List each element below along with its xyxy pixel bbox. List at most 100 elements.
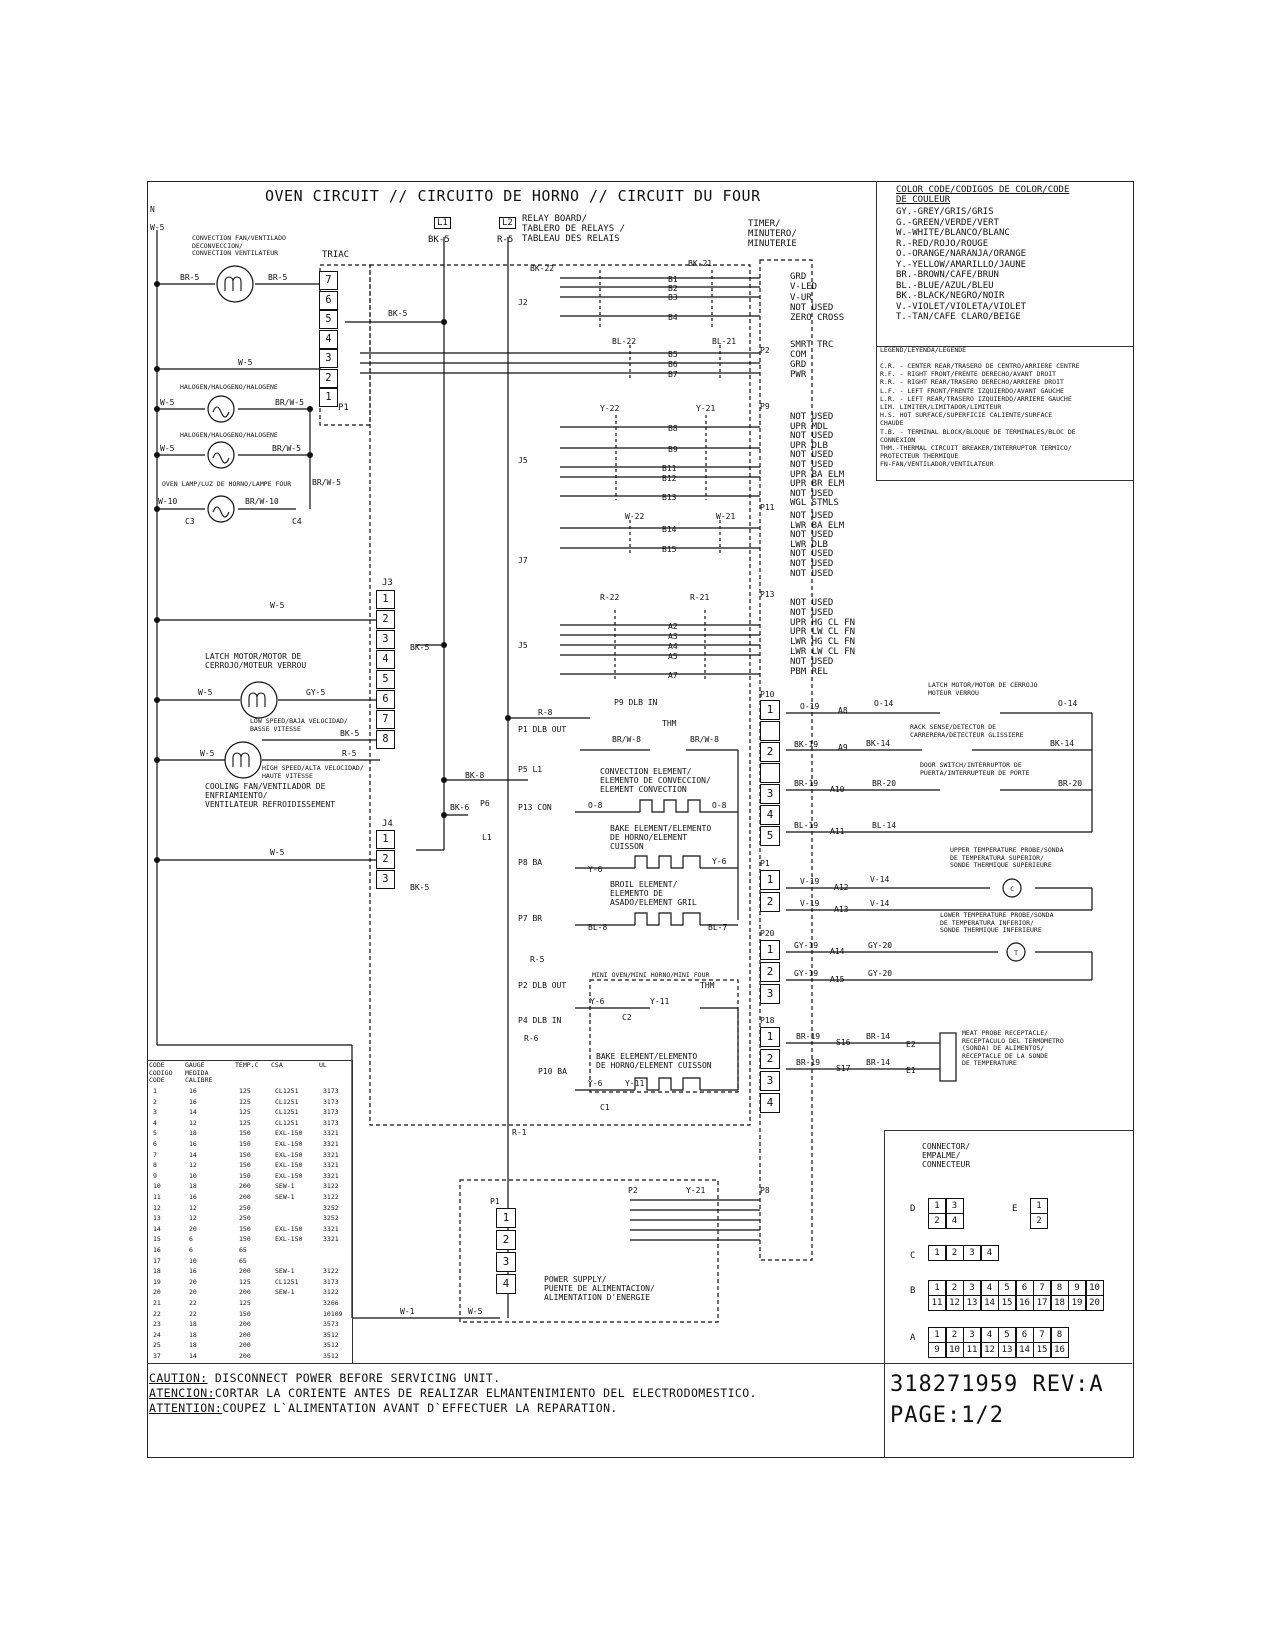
wire-table-cell: 125 bbox=[239, 1097, 251, 1106]
j3-pin: 5 bbox=[376, 670, 395, 689]
svg-text:BL-19: BL-19 bbox=[794, 821, 818, 830]
svg-text:W-5: W-5 bbox=[160, 398, 175, 407]
upper-probe-icon bbox=[1002, 878, 1022, 898]
svg-text:W-5: W-5 bbox=[270, 848, 285, 857]
l2-wire-label: R-5 bbox=[497, 235, 514, 245]
svg-text:B4: B4 bbox=[668, 313, 678, 322]
svg-text:BR-5: BR-5 bbox=[268, 273, 287, 282]
connector-key-cell: 2 bbox=[945, 1327, 964, 1343]
low-speed-label: LOW SPEED/BAJA VELOCIDAD/BASSE VITESSE bbox=[250, 717, 348, 733]
svg-text:W-5: W-5 bbox=[468, 1307, 483, 1316]
wire-table-cell: 18 bbox=[189, 1182, 197, 1191]
connector-key-cell: 9 bbox=[928, 1342, 946, 1358]
svg-text:B5: B5 bbox=[668, 350, 678, 359]
wire-table-cell: 125 bbox=[239, 1118, 251, 1127]
color-code-entry: BK.-BLACK/NEGRO/NOIR bbox=[896, 291, 1005, 301]
svg-text:R-22: R-22 bbox=[600, 593, 619, 602]
j4-pin: 1 bbox=[376, 830, 395, 849]
connector-key-cell: 6 bbox=[1015, 1327, 1034, 1343]
p9-pin-label: UPR MDL bbox=[790, 421, 828, 432]
oven-lamp-icon bbox=[207, 495, 235, 523]
connector-key-cell: 8 bbox=[1050, 1280, 1069, 1296]
wire-table-cell: 11 bbox=[153, 1193, 161, 1201]
svg-text:P9 DLB IN: P9 DLB IN bbox=[614, 698, 658, 707]
svg-text:W-5: W-5 bbox=[150, 223, 165, 232]
svg-text:W-5: W-5 bbox=[198, 688, 213, 697]
svg-text:P2: P2 bbox=[628, 1186, 638, 1195]
p13-pin-label: PBM REL bbox=[790, 666, 828, 677]
color-code-entry: O.-ORANGE/NARANJA/ORANGE bbox=[896, 249, 1027, 259]
triac-p1-label: P1 bbox=[338, 403, 349, 413]
p2-pin-label: PWR bbox=[790, 370, 807, 380]
wire-table-cell: 18 bbox=[189, 1129, 197, 1138]
j4-label: J4 bbox=[382, 819, 393, 829]
connector-key-cell: 18 bbox=[1050, 1295, 1069, 1311]
color-code-entry: BL.-BLUE/AZUL/BLEU bbox=[896, 280, 994, 291]
legend-entry: LIM. LIMITER/LIMITADOR/LIMITEUR bbox=[880, 403, 1002, 412]
wire-table-cell: 200 bbox=[239, 1341, 251, 1350]
color-code-entry: BR.-BROWN/CAFE/BRUN bbox=[896, 270, 999, 280]
wire-table-cell: SEW-1 bbox=[275, 1288, 295, 1297]
wire-table-cell: 10109 bbox=[323, 1309, 343, 1318]
svg-text:C1: C1 bbox=[600, 1103, 610, 1112]
svg-text:W-5: W-5 bbox=[200, 749, 215, 758]
p10-pin: 5 bbox=[760, 826, 780, 846]
svg-text:BK-5: BK-5 bbox=[410, 883, 429, 892]
power-supply-pin: 1 bbox=[496, 1208, 516, 1228]
svg-text:BL-22: BL-22 bbox=[612, 337, 636, 346]
svg-text:P4 DLB IN: P4 DLB IN bbox=[518, 1016, 562, 1025]
svg-text:J2: J2 bbox=[518, 298, 528, 307]
p9-pin-label: WGL STMLS bbox=[790, 498, 839, 509]
wire-table-cell: 5 bbox=[153, 1129, 157, 1138]
svg-text:Y-11: Y-11 bbox=[625, 1079, 644, 1088]
wire-table-cell: 18 bbox=[153, 1267, 161, 1276]
page-number: PAGE:1/2 bbox=[890, 1403, 1004, 1428]
svg-text:W-5: W-5 bbox=[238, 358, 253, 367]
legend-entry: PROTECTEUR THERMIQUE bbox=[880, 452, 959, 461]
connector-key-cell: 9 bbox=[1068, 1280, 1086, 1296]
connector-key-cell: 4 bbox=[945, 1213, 964, 1229]
p11-pin-label: NOT USED bbox=[790, 568, 834, 579]
svg-text:J5: J5 bbox=[518, 641, 528, 650]
svg-text:J5: J5 bbox=[518, 456, 528, 465]
svg-text:Y-6: Y-6 bbox=[588, 1079, 603, 1088]
diagram-frame bbox=[147, 181, 1134, 1458]
timer-label: TIMER/ MINUTERO/ MINUTERIE bbox=[748, 219, 797, 249]
svg-text:BR-5: BR-5 bbox=[180, 273, 199, 282]
wire-table-cell: 10 bbox=[189, 1171, 197, 1180]
svg-text:P8: P8 bbox=[760, 1186, 770, 1195]
connector-key-cell: 16 bbox=[1050, 1342, 1069, 1358]
wire-table-cell: EXL-150 bbox=[275, 1161, 303, 1170]
wire-table-cell: 3512 bbox=[323, 1330, 339, 1339]
wire-table-cell: 3122 bbox=[323, 1267, 339, 1276]
svg-text:P1: P1 bbox=[490, 1197, 500, 1206]
connector-type-label: C bbox=[910, 1251, 916, 1261]
wire-table-cell: 250 bbox=[239, 1203, 251, 1212]
cooling-fan-motor-icon bbox=[224, 741, 262, 779]
svg-text:BR-14: BR-14 bbox=[866, 1032, 890, 1041]
wire-table-header: TEMP.C bbox=[235, 1061, 259, 1069]
connector-key-cell: 17 bbox=[1033, 1295, 1051, 1311]
wire-table-cell: 22 bbox=[189, 1309, 197, 1318]
wire-table-cell: 3252 bbox=[323, 1214, 339, 1223]
lower-probe-icon bbox=[1006, 942, 1026, 962]
color-code-heading-2: DE COULEUR bbox=[896, 195, 951, 205]
wire-table-cell: 3173 bbox=[323, 1097, 339, 1106]
connector-type-label: E bbox=[1012, 1204, 1018, 1214]
svg-text:W-5: W-5 bbox=[160, 444, 175, 453]
connector-key-cell: 11 bbox=[963, 1342, 981, 1358]
svg-text:W-1: W-1 bbox=[400, 1307, 415, 1316]
svg-text:BR-20: BR-20 bbox=[1058, 779, 1082, 788]
convection-element-label: CONVECTION ELEMENT/ELEMENTO DE CONVECCIO… bbox=[600, 767, 711, 794]
svg-text:C4: C4 bbox=[292, 517, 302, 526]
power-supply-pin: 3 bbox=[496, 1252, 516, 1272]
connector-key-cell: 8 bbox=[1050, 1327, 1069, 1343]
wire-table-cell: CL1251 bbox=[275, 1118, 299, 1127]
p10-pin bbox=[760, 763, 780, 783]
svg-text:P10: P10 bbox=[760, 690, 775, 699]
j3-pin: 8 bbox=[376, 730, 395, 749]
